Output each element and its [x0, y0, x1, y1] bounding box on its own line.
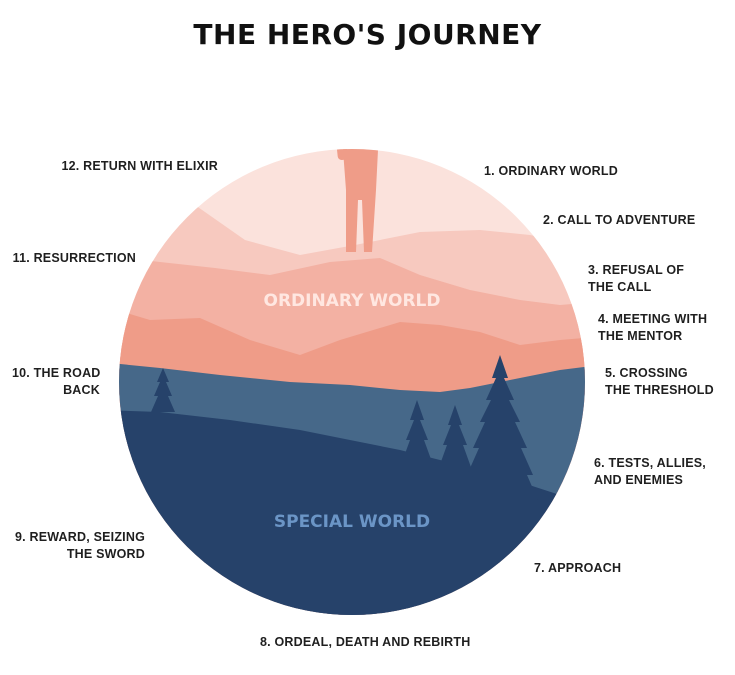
zone-label-ordinary: ORDINARY WORLD	[264, 291, 441, 311]
step-6-label: 6. TESTS, ALLIES, AND ENEMIES	[594, 456, 706, 487]
step-1-label: 1. ORDINARY WORLD	[484, 164, 618, 178]
step-7-label: 7. APPROACH	[534, 561, 622, 575]
step-4-label: 4. MEETING WITH THE MENTOR	[598, 312, 708, 343]
step-8-label: 8. ORDEAL, DEATH AND REBIRTH	[260, 635, 471, 649]
hero-icon	[334, 149, 378, 252]
tree-tall	[460, 355, 540, 505]
step-2-label: 2. CALL TO ADVENTURE	[543, 213, 696, 227]
tree-mid	[433, 405, 477, 495]
tree-small	[398, 400, 436, 485]
step-12-label: 12. RETURN WITH ELIXIR	[61, 159, 218, 173]
page-title: THE HERO'S JOURNEY	[193, 18, 542, 51]
tree-left	[151, 368, 175, 412]
step-9-label: 9. REWARD, SEIZING THE SWORD	[14, 530, 145, 561]
step-5-label: 5. CROSSING THE THRESHOLD	[605, 366, 714, 397]
zone-label-special: SPECIAL WORLD	[274, 512, 430, 532]
tree-group-left	[151, 368, 175, 412]
step-11-label: 11. RESURRECTION	[12, 251, 136, 265]
tree-group-right	[398, 355, 540, 505]
step-10-label: 10. THE ROAD BACK	[12, 366, 101, 397]
step-3-label: 3. REFUSAL OF THE CALL	[588, 263, 685, 294]
